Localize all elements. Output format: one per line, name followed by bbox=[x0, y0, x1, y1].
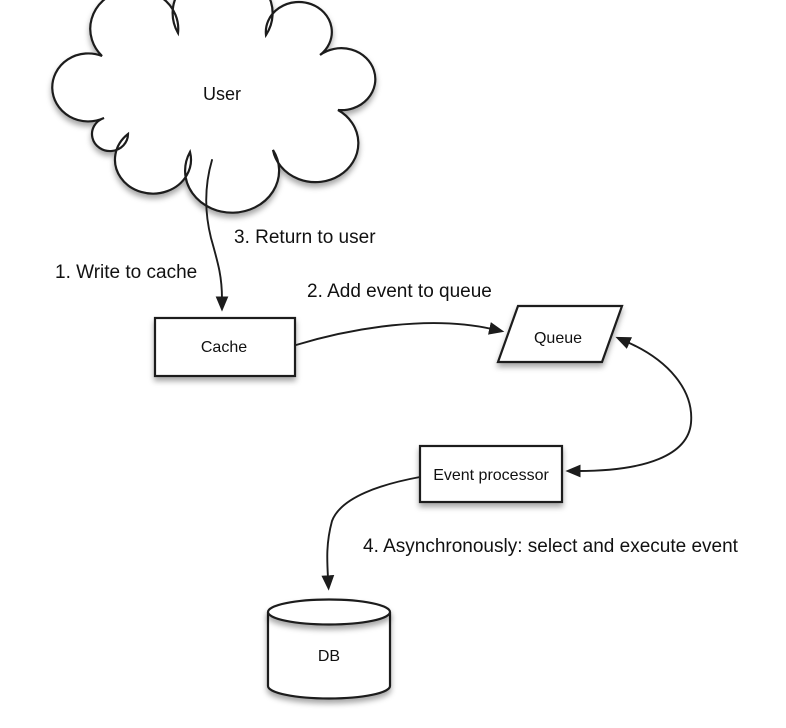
event-processor-label: Event processor bbox=[433, 467, 549, 484]
db-cylinder-top bbox=[266, 598, 392, 626]
edge-label-step1: 1. Write to cache bbox=[55, 262, 197, 283]
db-cylinder-body bbox=[266, 612, 392, 700]
event-processor-box bbox=[418, 444, 564, 504]
event-processor-db-arrow bbox=[321, 476, 421, 591]
db-label: DB bbox=[318, 648, 340, 665]
node-event-processor bbox=[418, 444, 564, 504]
edge-label-step3: 3. Return to user bbox=[234, 227, 376, 248]
cloud-shape bbox=[51, 0, 377, 214]
queue-event-processor-arrow bbox=[565, 336, 693, 478]
user-label: User bbox=[203, 84, 241, 104]
edge-label-step4: 4. Asynchronously: select and execute ev… bbox=[363, 536, 739, 557]
node-db bbox=[266, 598, 392, 700]
cache-label: Cache bbox=[201, 339, 247, 356]
cache-box bbox=[153, 316, 297, 378]
queue-label: Queue bbox=[534, 330, 582, 347]
cache-queue-arrow bbox=[295, 322, 505, 346]
user-cache-arrow bbox=[205, 159, 229, 312]
node-user bbox=[51, 0, 377, 214]
edge-label-step2: 2. Add event to queue bbox=[307, 281, 492, 302]
node-cache bbox=[153, 316, 297, 378]
